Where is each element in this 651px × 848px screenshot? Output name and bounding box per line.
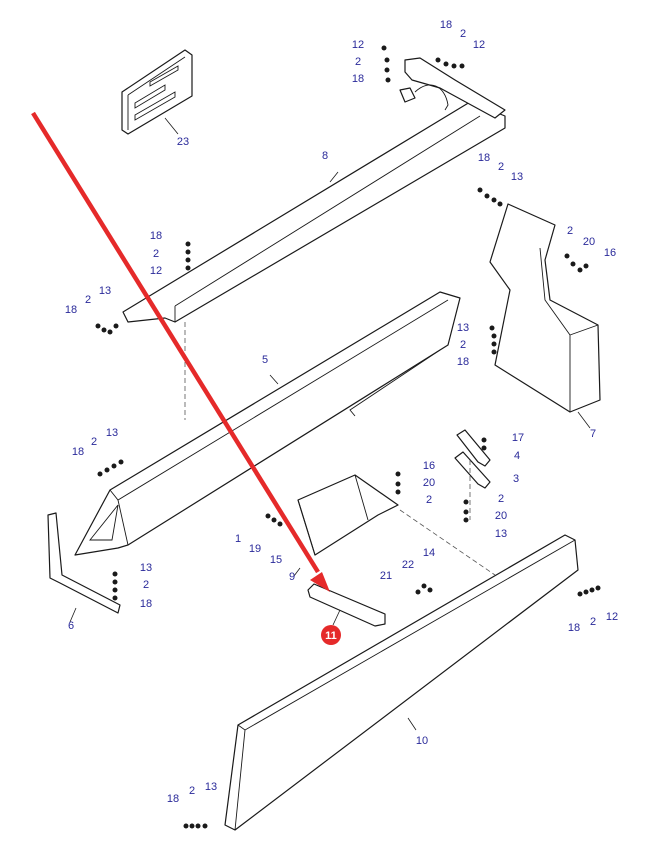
part-23-bracket	[121, 49, 193, 135]
callout-7: 7	[590, 428, 596, 440]
callout-3: 3	[513, 473, 519, 485]
callout-18-panel10-bottom: 18	[167, 793, 179, 805]
callout-12-panel10-right: 12	[606, 611, 618, 623]
callout-12-top-right: 12	[473, 39, 485, 51]
part-8-top-beam	[122, 57, 506, 323]
callout-2-beam: 2	[153, 248, 159, 260]
callout-12-top-left: 12	[352, 39, 364, 51]
callout-18-panel10-right: 18	[568, 622, 580, 634]
callout-18-panel7c: 18	[457, 356, 469, 368]
callout-14: 14	[423, 547, 435, 559]
hardware-fasteners	[95, 45, 601, 829]
part-4-angle-bracket	[456, 429, 491, 467]
callout-13-left: 13	[99, 285, 111, 297]
callout-20-panel7b: 20	[583, 236, 595, 248]
callout-16-plate: 16	[423, 460, 435, 472]
part-5-channel	[74, 291, 461, 556]
callout-2-plate: 2	[426, 494, 432, 506]
callout-8: 8	[322, 150, 328, 162]
callout-2-left: 2	[85, 294, 91, 306]
part-6-end-bracket	[47, 512, 121, 623]
callout-13-channel: 13	[106, 427, 118, 439]
callout-18-beam: 18	[150, 230, 162, 242]
callout-2-panel7c: 2	[460, 339, 466, 351]
badge-11-label: 11	[325, 630, 337, 642]
callout-20-bracket3: 20	[495, 510, 507, 522]
callout-6: 6	[68, 620, 74, 632]
callout-17: 17	[512, 432, 524, 444]
callout-2-channel: 2	[91, 436, 97, 448]
callout-2-panel7: 2	[498, 161, 504, 173]
part-7-side-panel	[489, 203, 601, 429]
part-11-strap	[307, 583, 386, 627]
callout-12-beam: 12	[150, 265, 162, 277]
highlight-badge-11: 11	[321, 625, 341, 645]
callout-18-channel: 18	[72, 446, 84, 458]
part-10-panel	[224, 534, 579, 831]
callout-1: 1	[235, 533, 241, 545]
callout-19: 19	[249, 543, 261, 555]
callout-13-panel7c: 13	[457, 322, 469, 334]
part-9-plate	[293, 474, 399, 577]
callout-15: 15	[270, 554, 282, 566]
callout-20-plate: 20	[423, 477, 435, 489]
callout-labels: 23 8 5 7 6 9 10 4 3 17 1 19 15 21 22 14 …	[65, 19, 618, 805]
callout-18-panel7: 18	[478, 152, 490, 164]
callout-4: 4	[514, 450, 520, 462]
callout-2-panel7b: 2	[567, 225, 573, 237]
highlight-arrow	[31, 111, 330, 592]
callout-18-left: 18	[65, 304, 77, 316]
callout-16-panel7b: 16	[604, 247, 616, 259]
callout-18-top-left: 18	[352, 73, 364, 85]
callout-23: 23	[177, 136, 189, 148]
callout-2-panel10-bottom: 2	[189, 785, 195, 797]
callout-22: 22	[402, 559, 414, 571]
callout-2-top-left: 2	[355, 56, 361, 68]
dashed-alignment-lines	[184, 322, 496, 576]
callout-9: 9	[289, 571, 295, 583]
callout-18-bracket6: 18	[140, 598, 152, 610]
part-3-angle-bracket	[454, 451, 491, 489]
callout-13-bracket6: 13	[140, 562, 152, 574]
callout-13-panel10-bottom: 13	[205, 781, 217, 793]
callout-2-bracket3: 2	[498, 493, 504, 505]
callout-13-panel7: 13	[511, 171, 523, 183]
callout-18-top-right: 18	[440, 19, 452, 31]
callout-2-bracket6: 2	[143, 579, 149, 591]
callout-10: 10	[416, 735, 428, 747]
callout-13-bracket3: 13	[495, 528, 507, 540]
callout-2-panel10-right: 2	[590, 616, 596, 628]
callout-21: 21	[380, 570, 392, 582]
callout-5: 5	[262, 354, 268, 366]
callout-2-top-right: 2	[460, 28, 466, 40]
